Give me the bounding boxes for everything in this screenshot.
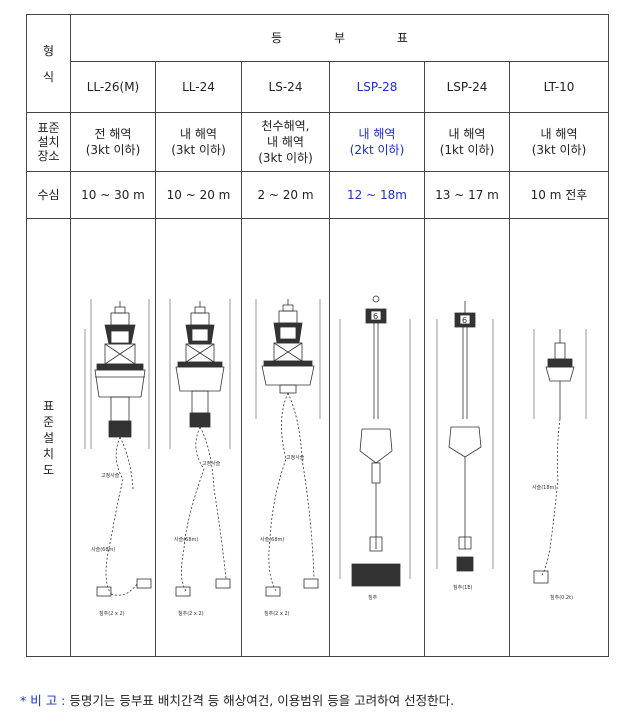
place-label-line: 설치 bbox=[37, 135, 60, 149]
model-cell: LT-10 bbox=[508, 61, 610, 113]
footnote-star: * bbox=[20, 693, 27, 708]
drawing-lsp28: 6 침추 bbox=[329, 218, 425, 657]
type-label-2: 식 bbox=[42, 69, 55, 84]
place-cell: 내 해역(1kt 이하) bbox=[424, 112, 510, 172]
depth-cell: 10 ~ 20 m bbox=[155, 171, 242, 219]
svg-text:침추(1E): 침추(1E) bbox=[453, 584, 472, 591]
place-cell: 내 해역(3kt 이하) bbox=[155, 112, 242, 172]
buoy-diagram: 사슬(18m) 침추(0.2t) bbox=[532, 329, 587, 601]
drawing-ls24: 7 고정사슬 사슬(68m) 침추(2 x 2) bbox=[241, 218, 330, 657]
buoy-diagram: 6 침추 bbox=[339, 295, 411, 601]
place-cell: 전 해역(3kt 이하) bbox=[70, 112, 156, 172]
svg-text:고정사슬: 고정사슬 bbox=[286, 454, 305, 461]
depth-label: 수심 bbox=[26, 171, 71, 219]
drawing-label: 표 준 설 치 도 bbox=[26, 218, 71, 657]
model-cell: LS-24 bbox=[241, 61, 330, 113]
place-cell: 내 해역(2kt 이하) bbox=[329, 112, 425, 172]
depth-cell: 13 ~ 17 m bbox=[424, 171, 510, 219]
place-cell: 천수해역,내 해역(3kt 이하) bbox=[241, 112, 330, 172]
place-label: 표준 설치 장소 bbox=[26, 112, 71, 172]
svg-text:2: 2 bbox=[194, 332, 200, 342]
model-row: LL-26(M) LL-24 LS-24 LSP-28 LSP-24 LT-10 bbox=[27, 61, 610, 113]
svg-text:침추(2 x 2): 침추(2 x 2) bbox=[264, 610, 290, 617]
svg-text:고정사슬: 고정사슬 bbox=[202, 460, 221, 467]
place-row: 표준 설치 장소 전 해역(3kt 이하) 내 해역(3kt 이하) 천수해역,… bbox=[26, 112, 610, 172]
depth-cell: 10 m 전후 bbox=[508, 171, 610, 219]
place-label-line: 표준 bbox=[37, 121, 60, 135]
buoy-diagram: 3 고정사슬 사슬(68m) 침추(2 x 2) bbox=[84, 299, 152, 617]
svg-text:7: 7 bbox=[282, 330, 288, 340]
drawing-lsp24: 6 침추(1E) bbox=[424, 218, 510, 657]
svg-text:사슬(18m): 사슬(18m) bbox=[532, 484, 556, 491]
table-title: 등 부 표 bbox=[69, 14, 610, 62]
drawing-lt10: 사슬(18m) 침추(0.2t) bbox=[508, 218, 610, 657]
depth-row: 수심 10 ~ 30 m 10 ~ 20 m 2 ~ 20 m 12 ~ 18m… bbox=[26, 171, 610, 219]
svg-text:사슬(68m): 사슬(68m) bbox=[260, 536, 284, 543]
footnote-label: 비 고 : bbox=[30, 693, 66, 708]
footnote-text: 등명기는 등부표 배치간격 등 해상여건, 이용범위 등을 고려하여 선정한다. bbox=[69, 693, 455, 708]
model-cell: LL-26(M) bbox=[70, 61, 156, 113]
svg-text:사슬(68m): 사슬(68m) bbox=[91, 546, 115, 553]
svg-text:6: 6 bbox=[462, 316, 467, 325]
depth-cell: 10 ~ 30 m bbox=[70, 171, 156, 219]
svg-text:침추(2 x 2): 침추(2 x 2) bbox=[178, 610, 204, 617]
drawing-ll26: 3 고정사슬 사슬(68m) 침추(2 x 2) bbox=[70, 218, 156, 657]
footnote: * 비 고 : 등명기는 등부표 배치간격 등 해상여건, 이용범위 등을 고려… bbox=[20, 690, 454, 709]
depth-cell: 12 ~ 18m bbox=[329, 171, 425, 219]
svg-text:침추(2 x 2): 침추(2 x 2) bbox=[99, 610, 125, 617]
place-label-line: 장소 bbox=[37, 149, 60, 163]
model-cell: LSP-24 bbox=[424, 61, 510, 113]
type-header-cell: 형 식 bbox=[26, 14, 71, 113]
model-cell: LSP-28 bbox=[329, 61, 425, 113]
drawing-row: 표 준 설 치 도 bbox=[26, 218, 610, 657]
type-label-1: 형 bbox=[42, 43, 55, 58]
svg-text:침추(0.2t): 침추(0.2t) bbox=[550, 594, 573, 601]
svg-text:고정사슬: 고정사슬 bbox=[101, 472, 120, 479]
svg-text:6: 6 bbox=[373, 312, 378, 321]
buoy-spec-table: 형 식 등 부 표 LL-26(M) LL-24 LS-24 LSP-28 LS… bbox=[26, 14, 610, 657]
buoy-diagram: 2 고정사슬 사슬(68m) 침추(2 x 2) bbox=[169, 299, 231, 617]
buoy-diagram: 6 침추(1E) bbox=[436, 301, 494, 591]
svg-text:사슬(68m): 사슬(68m) bbox=[174, 536, 198, 543]
svg-text:3: 3 bbox=[114, 334, 120, 344]
buoy-diagram: 7 고정사슬 사슬(68m) 침추(2 x 2) bbox=[255, 299, 321, 617]
depth-cell: 2 ~ 20 m bbox=[241, 171, 330, 219]
drawing-ll24: 2 고정사슬 사슬(68m) 침추(2 x 2) bbox=[155, 218, 242, 657]
svg-text:침추: 침추 bbox=[368, 594, 378, 601]
model-cell: LL-24 bbox=[155, 61, 242, 113]
place-cell: 내 해역(3kt 이하) bbox=[508, 112, 610, 172]
